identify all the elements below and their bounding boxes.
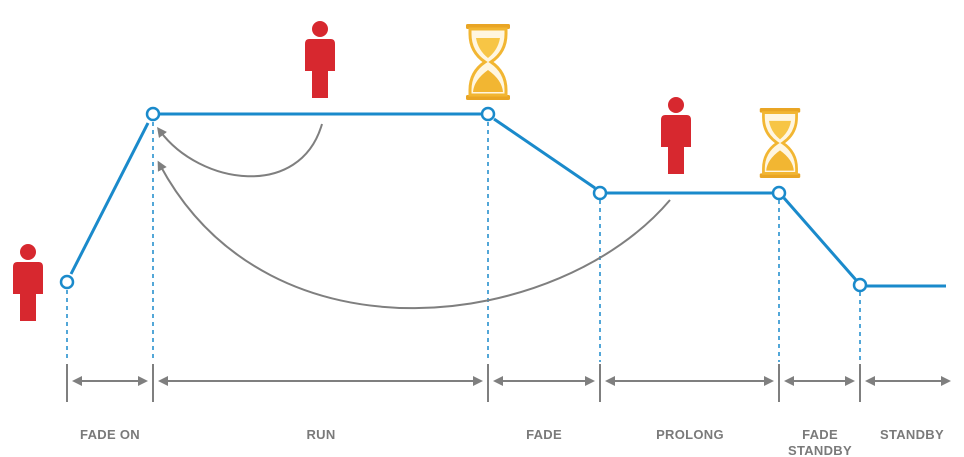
phase-label-run: RUN [306,427,335,442]
phase-label-fade-standby-line1: FADE [802,427,838,442]
duration-brackets [66,364,951,402]
phase-label-prolong: PROLONG [656,427,724,442]
light-level-profile [69,112,946,288]
node-fade-standby-start [771,185,787,201]
profile-segment [493,117,596,190]
node-run-start [145,106,161,122]
hourglass-icon [758,106,802,180]
person-icon [305,21,335,98]
phase-label-fade: FADE [526,427,562,442]
person-icon [13,244,43,321]
profile-segment [782,197,858,281]
phase-guides [66,122,861,362]
profile-segment [69,122,150,275]
return-arrow-icon [157,123,323,178]
person-icon [661,97,691,174]
return-arrow-icon [157,160,671,310]
node-fade-start [480,106,496,122]
phase-labels: FADE ON RUN FADE PROLONG FADE STANDBY ST… [80,427,944,457]
phase-label-fade-standby-line2: STANDBY [788,443,852,457]
hourglass-icon [464,22,512,102]
phase-label-standby: STANDBY [880,427,944,442]
return-arrows [157,123,671,310]
node-fade-on-start [59,274,75,290]
phase-label-fade-on: FADE ON [80,427,140,442]
profile-nodes [59,106,868,293]
node-standby-start [852,277,868,293]
node-prolong-start [592,185,608,201]
